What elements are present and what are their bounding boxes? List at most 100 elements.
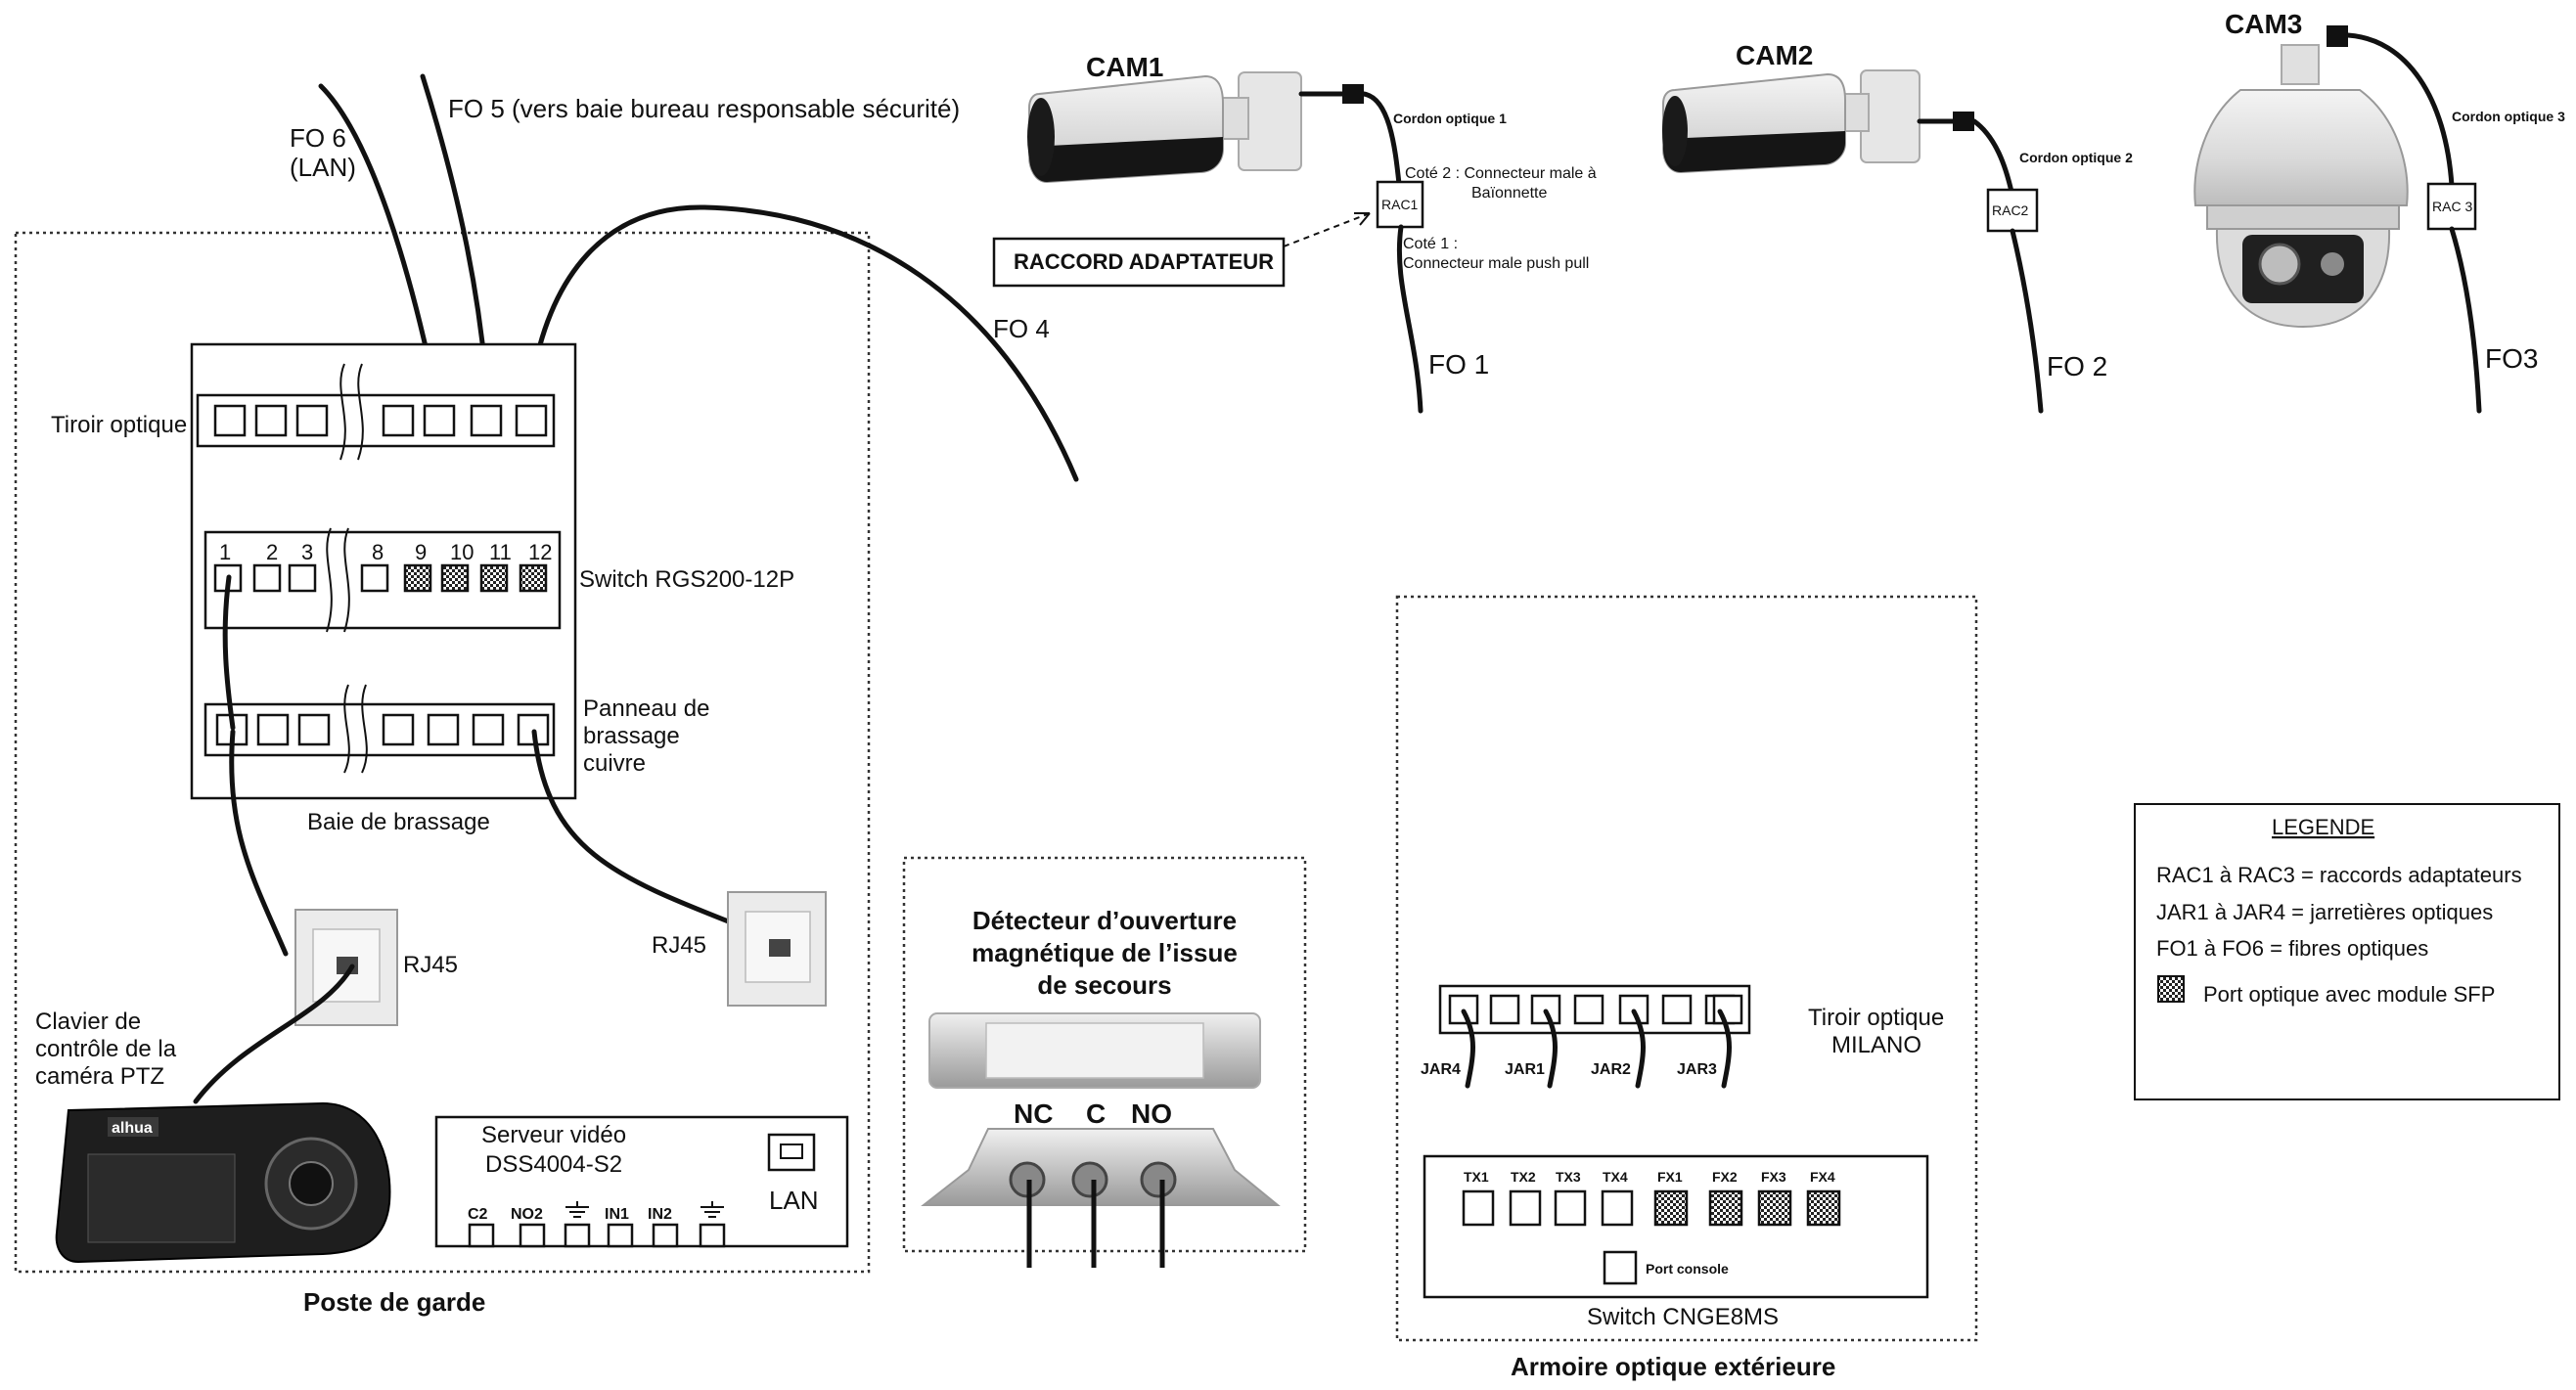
drawer-port — [213, 404, 247, 437]
cabinet-border — [1395, 595, 1978, 1342]
milano-drawer-ports — [1448, 994, 1743, 1025]
drawer-port — [1448, 994, 1479, 1025]
patch-port — [382, 713, 415, 746]
cnge8ms-port-labels: TX1 TX2 TX3 TX4 FX1 FX2 FX3 FX4 — [1464, 1169, 1835, 1185]
socket-face — [745, 911, 811, 983]
ground-symbols — [565, 1201, 724, 1218]
cordon1-label: Cordon optique 1 — [1393, 111, 1507, 126]
cote2-label-2: Baïonnette — [1471, 185, 1548, 202]
keyboard-label-3: caméra PTZ — [35, 1063, 164, 1090]
legend-item-sfp: Port optique avec module SFP — [2203, 982, 2495, 1007]
patch-panel-label-1: Panneau de — [583, 695, 709, 722]
patch-panel-label-2: brassage — [583, 723, 680, 749]
ptz-ir-led — [2321, 252, 2344, 276]
switch-port-number: 3 — [301, 540, 313, 564]
switch-cnge8ms — [1423, 1154, 1929, 1299]
keyboard-joystick — [289, 1161, 334, 1206]
switch-port-number: 8 — [372, 540, 384, 564]
ptz-housing — [2193, 89, 2409, 206]
jarretiere-cable — [1461, 1009, 1475, 1089]
console-port — [1603, 1250, 1638, 1285]
cam2-bullet-camera — [1662, 69, 1921, 174]
terminal — [468, 1223, 495, 1248]
fx-sfp-port — [1708, 1189, 1743, 1227]
fo4-label: FO 4 — [993, 314, 1050, 343]
jarretiere-cable — [1543, 1009, 1558, 1089]
magnet-part — [928, 1012, 1261, 1089]
cnge-port-label: FX1 — [1657, 1169, 1683, 1185]
cam1-bullet-camera — [1027, 71, 1302, 184]
fx-sfp-port — [1653, 1189, 1689, 1227]
cordon3-label: Cordon optique 3 — [2452, 109, 2565, 124]
jar-label: JAR2 — [1591, 1061, 1631, 1078]
switch-break-mark — [326, 527, 350, 633]
legend-box — [2134, 803, 2560, 1100]
switch-port-number: 11 — [489, 540, 512, 564]
cnge-port-label: FX2 — [1712, 1169, 1738, 1185]
patch-port — [427, 713, 460, 746]
drawer-port — [470, 404, 503, 437]
milano-drawer-label-2: MILANO — [1831, 1032, 1921, 1058]
server-terminals — [468, 1223, 726, 1248]
screw-terminal — [1140, 1161, 1177, 1198]
rac1-label: RAC1 — [1381, 197, 1419, 212]
terminal — [564, 1223, 591, 1248]
raccord-adaptateur-box — [992, 237, 1286, 288]
fx-sfp-port — [1806, 1189, 1841, 1227]
camera-visor — [1663, 131, 1845, 172]
switch-to-panel-cord — [222, 574, 236, 731]
video-server-label-1: Serveur vidéo — [481, 1122, 626, 1148]
cabinet-title: Armoire optique extérieure — [1511, 1352, 1835, 1381]
cnge-port-label: FX4 — [1810, 1169, 1835, 1185]
raccord-pointer — [1283, 212, 1371, 247]
switch-port-number: 2 — [266, 540, 278, 564]
terminal — [519, 1223, 546, 1248]
legend-item-rac: RAC1 à RAC3 = raccords adaptateurs — [2156, 863, 2522, 887]
jarretieres — [1461, 1009, 1732, 1089]
detector-title-2: magnétique de l’issue — [972, 938, 1238, 967]
cnge8ms-ports — [1462, 1189, 1841, 1227]
guard-post-border — [14, 231, 871, 1274]
keyboard-label-1: Clavier de — [35, 1009, 141, 1035]
cam2-label: CAM2 — [1736, 40, 1813, 70]
cam2-cordon — [1971, 118, 2014, 195]
raccord-pointer-arrowhead — [1354, 212, 1371, 226]
keyboard-keypad — [87, 1153, 236, 1243]
detector-title-3: de secours — [1037, 970, 1171, 1000]
cam1-label: CAM1 — [1086, 52, 1163, 82]
drawer-port — [1661, 994, 1693, 1025]
fo4-cable — [527, 204, 1079, 482]
copper-port — [288, 563, 317, 593]
ptz-mount — [2281, 44, 2320, 85]
legend-sfp-swatch — [2157, 975, 2185, 1003]
cnge-port-label: TX2 — [1511, 1169, 1536, 1185]
cam2-connector — [1953, 112, 1974, 131]
cameras-section: CAM1 Cordon optique 1 RAC1 Coté 2 : Conn… — [992, 9, 2565, 414]
jar-label: JAR3 — [1677, 1061, 1717, 1078]
ptz-lens — [2258, 243, 2301, 286]
fo6-label: FO 6 — [290, 123, 346, 153]
fo6-lan-label: (LAN) — [290, 153, 356, 182]
milano-drawer-label-1: Tiroir optique — [1808, 1005, 1944, 1031]
cam3-label: CAM3 — [2225, 9, 2302, 39]
switch-port-numbers: 1 2 3 8 9 10 11 12 — [219, 540, 552, 564]
legend-item-fo: FO1 à FO6 = fibres optiques — [2156, 936, 2428, 961]
switch-port-number: 12 — [528, 540, 552, 564]
video-server-lan-label: LAN — [769, 1186, 819, 1215]
cote1-label-1: Coté 1 : — [1403, 236, 1458, 252]
switch-rgs200-label: Switch RGS200-12P — [579, 566, 794, 593]
rj45-socket-b — [727, 891, 827, 1007]
tx-port — [1509, 1189, 1542, 1227]
detector-title-1: Détecteur d’ouverture — [972, 906, 1237, 935]
switch-port-number: 10 — [450, 540, 474, 564]
cam1-connector — [1342, 84, 1364, 104]
magnet-face — [985, 1022, 1204, 1079]
keyboard-cable — [193, 964, 355, 1104]
switch-rgs200-ports — [213, 563, 548, 593]
ptz-ring — [2206, 204, 2400, 230]
panel-to-rj45-b-cable — [531, 729, 776, 942]
patch-port — [297, 713, 331, 746]
panel-to-rj45-a-cable — [229, 729, 289, 957]
